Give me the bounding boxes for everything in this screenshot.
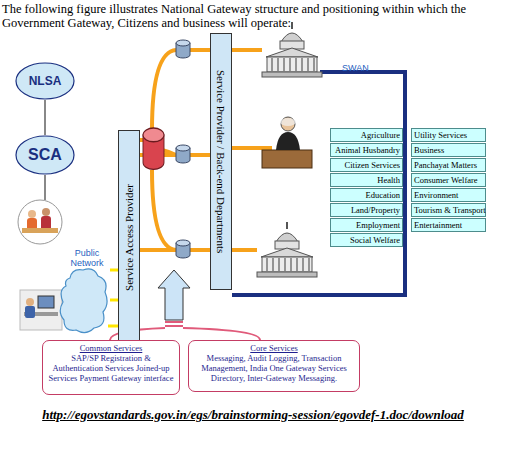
- node-heading: Common Services: [46, 343, 176, 353]
- backend-band: Service Provider / Back-end Departments: [210, 33, 232, 290]
- node-heading: Citizen Services: [333, 159, 400, 171]
- node-heading: Tourism & Transport: [414, 204, 483, 216]
- service-category-box: Land/Property: [330, 203, 403, 217]
- service-category-box: Consumer Welfare: [411, 173, 486, 187]
- node-heading: Environment: [414, 189, 483, 201]
- access-band: Service Access Provider: [118, 130, 140, 345]
- authority-ellipse: NLSA: [15, 62, 75, 100]
- service-category-box: Employment: [330, 218, 403, 232]
- node-heading: Service Provider / Back-end Departments: [215, 70, 227, 253]
- service-category-box: Business: [411, 143, 486, 157]
- node-heading: Agriculture: [333, 129, 400, 141]
- service-category-box: Citizen Services: [330, 158, 403, 172]
- network-label: SWAN: [342, 63, 369, 73]
- node-heading: Social Welfare: [333, 234, 400, 246]
- service-category-box: Tourism & Transport: [411, 203, 486, 217]
- services-box: Common ServicesSAP/SP Registration & Aut…: [42, 340, 180, 395]
- service-category-box: Agriculture: [330, 128, 403, 142]
- node-heading: Public Network: [64, 248, 110, 268]
- node-heading: Business: [414, 144, 483, 156]
- node-heading: Entertainment: [414, 219, 483, 231]
- service-category-box: Education: [330, 188, 403, 202]
- service-category-box: Entertainment: [411, 218, 486, 232]
- service-category-box: Health: [330, 173, 403, 187]
- node-heading: Core Services: [192, 343, 356, 353]
- connector-line: [110, 299, 118, 302]
- source-url-caption: http://egovstandards.gov.in/egs/brainsto…: [0, 407, 506, 423]
- authority-ellipse: SCA: [15, 135, 75, 175]
- node-heading: Utility Services: [414, 129, 483, 141]
- service-category-box: Animal Husbandry: [330, 143, 403, 157]
- node-heading: Panchayat Matters: [414, 159, 483, 171]
- connector-line: [140, 248, 210, 252]
- node-heading: Land/Property: [333, 204, 400, 216]
- service-category-box: Panchayat Matters: [411, 158, 486, 172]
- node-heading: Health: [333, 174, 400, 186]
- cloud-outline: [58, 266, 110, 336]
- node-heading: Consumer Welfare: [414, 174, 483, 186]
- services-box: Core ServicesMessaging, Audit Logging, T…: [188, 340, 360, 392]
- network-cloud: Public Network: [58, 248, 110, 336]
- node-heading: Employment: [333, 219, 400, 231]
- node-body: SAP/SP Registration & Authentication Ser…: [46, 353, 176, 383]
- node-heading: Animal Husbandry: [333, 144, 400, 156]
- service-category-box: Utility Services: [411, 128, 486, 142]
- service-category-box: Environment: [411, 188, 486, 202]
- node-heading: Education: [333, 189, 400, 201]
- service-category-box: Social Welfare: [330, 233, 403, 247]
- figure-title: The following figure illustrates Nationa…: [2, 2, 502, 30]
- connector-line: [44, 100, 46, 135]
- node-heading: Service Access Provider: [123, 184, 135, 291]
- node-heading: SCA: [28, 146, 62, 164]
- node-body: Messaging, Audit Logging, Transaction Ma…: [192, 353, 356, 383]
- node-heading: NLSA: [29, 74, 62, 88]
